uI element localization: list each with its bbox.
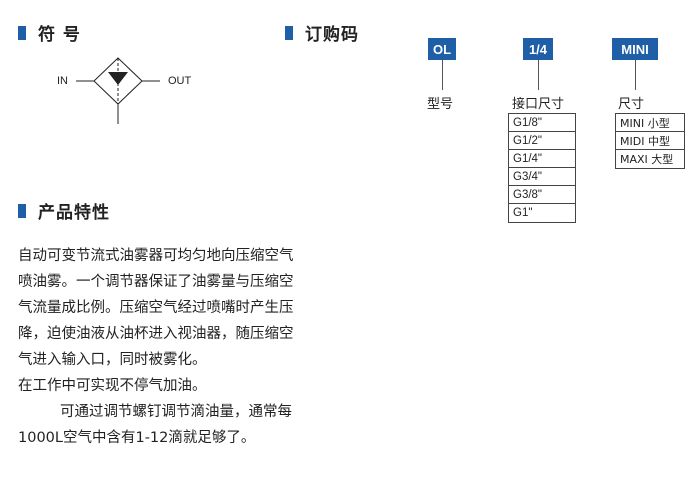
code-connector xyxy=(442,60,443,90)
description-line: 自动可变节流式油雾器可均匀地向压缩空气 xyxy=(18,248,294,264)
code-connector xyxy=(538,60,539,90)
code-box-port: 1/4 xyxy=(523,38,553,60)
code-connector xyxy=(635,60,636,90)
description-line: 在工作中可实现不停气加油。 xyxy=(18,378,207,394)
description-line: 可通过调节螺钉调节滴油量，通常每 xyxy=(60,404,292,420)
out-label: OUT xyxy=(168,75,192,87)
list-item: G1/4" xyxy=(509,150,575,168)
symbol-heading: 符 号 xyxy=(18,20,81,45)
description-line: 气流量成比例。压缩空气经过喷嘴时产生压 xyxy=(18,300,294,316)
in-label: IN xyxy=(57,75,68,87)
section-marker xyxy=(285,25,293,40)
lubricator-symbol xyxy=(76,57,160,124)
description-line: 1000L空气中含有1-12滴就足够了。 xyxy=(18,430,256,446)
list-item: G1/8" xyxy=(509,114,575,132)
description-line: 喷油雾。一个调节器保证了油雾量与压缩空 xyxy=(18,274,294,290)
code-box-size: MINI xyxy=(612,38,658,60)
section-marker xyxy=(18,203,26,218)
list-item: G3/8" xyxy=(509,186,575,204)
size-list: MINI 小型 MIDI 中型 MAXI 大型 xyxy=(615,113,685,169)
description-line: 气进入输入口，同时被雾化。 xyxy=(18,352,207,368)
port-size-list: G1/8" G1/2" G1/4" G3/4" G3/8" G1" xyxy=(508,113,576,223)
features-heading: 产品特性 xyxy=(18,198,110,223)
order-title: 订购码 xyxy=(305,25,359,45)
list-item: G1/2" xyxy=(509,132,575,150)
code-name-port: 接口尺寸 xyxy=(512,97,565,112)
features-description: 自动可变节流式油雾器可均匀地向压缩空气 喷油雾。一个调节器保证了油雾量与压缩空 … xyxy=(18,243,378,451)
list-item: MIDI 中型 xyxy=(616,132,684,150)
symbol-title: 符 号 xyxy=(38,25,81,45)
list-item: MAXI 大型 xyxy=(620,153,674,166)
order-heading: 订购码 xyxy=(285,20,359,45)
symbol-arrow xyxy=(108,72,128,85)
list-item: G3/4" xyxy=(509,168,575,186)
description-line: 降，迫使油液从油杯进入视油器，随压缩空 xyxy=(18,326,294,342)
code-box-model: OL xyxy=(428,38,456,60)
list-item: G1" xyxy=(513,207,533,219)
section-marker xyxy=(18,25,26,40)
list-item: MINI 小型 xyxy=(616,114,684,132)
code-name-model: 型号 xyxy=(427,97,454,112)
code-name-size: 尺寸 xyxy=(618,97,645,112)
features-title: 产品特性 xyxy=(38,203,110,223)
